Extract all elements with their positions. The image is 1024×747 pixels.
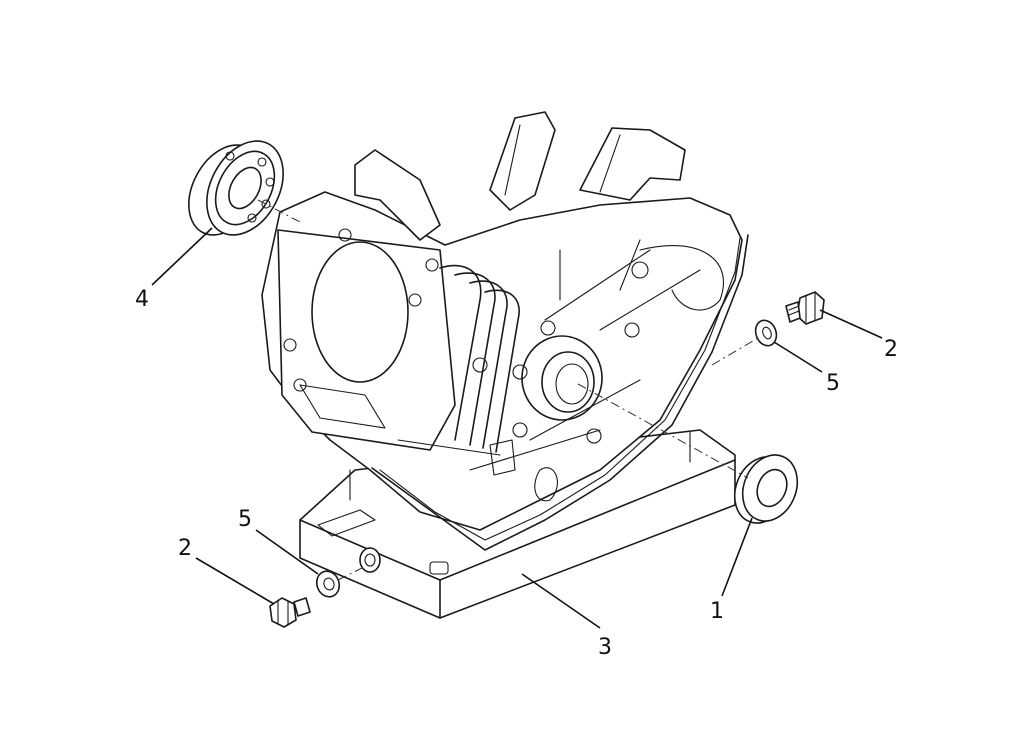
oil-seal-icon [733,454,799,524]
callout-3: 3 [598,635,612,660]
drain-plug-bolt-icon [269,597,311,628]
callout-2: 2 [884,337,898,362]
washer-icon [754,319,778,347]
assembly-axis-lines [257,199,759,581]
callout-5: 5 [238,507,252,532]
crankcase-icon [261,111,749,619]
drain-plug-bolt-icon [785,291,825,325]
ball-bearing-icon [188,140,284,236]
leader-lines [151,227,883,629]
callout-4: 4 [135,287,149,312]
callout-1: 1 [710,599,724,624]
callout-5: 5 [826,371,840,396]
callout-2: 2 [178,536,192,561]
